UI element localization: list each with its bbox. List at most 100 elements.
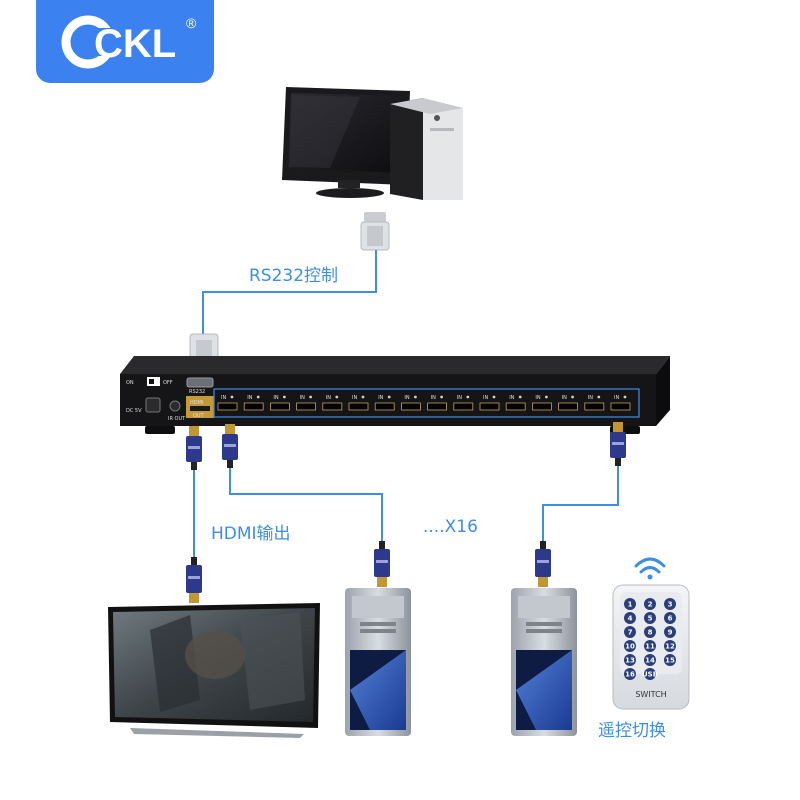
rs232-plug-top xyxy=(360,212,390,251)
remote-button-label: 15 xyxy=(665,657,675,665)
logo-registered-mark: ® xyxy=(186,15,197,31)
input-port-label: IN xyxy=(378,395,383,401)
remote-button-label: 4 xyxy=(628,615,633,623)
hdmi-input-port: IN xyxy=(348,395,369,411)
hdmi-input-port: IN xyxy=(296,395,317,411)
hdmi-out-label: HDMI xyxy=(190,400,203,406)
input-port-label: IN xyxy=(221,395,226,401)
hdmi-switcher-unit: ON OFF DC 5V IR OUT RS232 HDMI OUT IN IN I… xyxy=(120,356,670,434)
remote-button-label: 9 xyxy=(668,629,673,637)
hdmi-input-port: IN xyxy=(453,395,474,411)
hdmi-cable-input-1 xyxy=(222,424,238,468)
hdmi-input-port: IN xyxy=(269,395,290,411)
hdmi-output-label: HDMI输出 xyxy=(211,524,291,544)
remote-button: 16 xyxy=(624,668,636,680)
off-label: OFF xyxy=(163,380,173,386)
input-port-label: IN xyxy=(326,395,331,401)
hdmi-input-line-1 xyxy=(229,468,383,541)
remote-button: 1 xyxy=(624,598,636,610)
hdmi-input-port: IN xyxy=(322,395,343,411)
desktop-computer xyxy=(282,87,463,200)
input-port-label: IN xyxy=(404,395,409,401)
remote-button: 15 xyxy=(664,654,676,666)
input-port-label: IN xyxy=(300,395,305,401)
input-port-label: IN xyxy=(562,395,567,401)
input-port-strip xyxy=(213,388,640,418)
remote-button-label: 14 xyxy=(645,657,655,665)
hdmi-plug-tv xyxy=(186,557,202,603)
remote-button-label: 3 xyxy=(668,601,673,609)
remote-button: 5 xyxy=(644,612,656,624)
hdmi-cable-output xyxy=(186,426,202,470)
dc-label: DC 5V xyxy=(126,408,142,414)
out-label: OUT xyxy=(193,413,205,419)
remote-button-label: 1 xyxy=(628,601,633,609)
rs232-control-label: RS232控制 xyxy=(249,266,339,286)
remote-button-label: 7 xyxy=(628,629,633,637)
ir-port xyxy=(169,400,181,412)
remote-button: 7 xyxy=(624,626,636,638)
hdmi-input-port: IN xyxy=(374,395,395,411)
remote-button-label: 6 xyxy=(668,615,673,623)
remote-button: 2 xyxy=(644,598,656,610)
pc-tower-1 xyxy=(345,588,411,736)
hdmi-input-port: IN xyxy=(427,395,448,411)
input-port-label: IN xyxy=(431,395,436,401)
dc-jack xyxy=(145,397,161,413)
rs232-line xyxy=(202,250,377,335)
remote-button: 9 xyxy=(664,626,676,638)
remote-button: 11 xyxy=(644,640,656,652)
remote-button-label: 12 xyxy=(665,643,675,651)
remote-button: 13 xyxy=(624,654,636,666)
remote-button: 6 xyxy=(664,612,676,624)
remote-button-label: 5 xyxy=(648,615,653,623)
hdmi-plug-pc-16 xyxy=(535,541,551,587)
remote-button-label: 11 xyxy=(645,643,655,651)
remote-button-label: 2 xyxy=(648,601,653,609)
remote-button-label: USB xyxy=(642,671,658,679)
ckl-logo: CKL ® xyxy=(36,0,214,83)
ir-label: IR OUT xyxy=(168,416,186,422)
connection-lines xyxy=(193,250,619,557)
hdmi-input-port: IN xyxy=(243,395,264,411)
remote-button-label: 13 xyxy=(625,657,635,665)
hdmi-cable-input-16 xyxy=(610,422,626,466)
hdmi-input-port: IN xyxy=(217,395,238,411)
input-port-label: IN xyxy=(509,395,514,401)
remote-button-label: 10 xyxy=(625,643,635,651)
hdmi-input-line-16 xyxy=(542,465,619,541)
remote-button-label: 16 xyxy=(625,671,635,679)
hdmi-input-port: IN xyxy=(584,395,605,411)
hdmi-input-port: IN xyxy=(610,395,631,411)
input-port-label: IN xyxy=(535,395,540,401)
remote-button-label: 8 xyxy=(648,629,653,637)
remote-button: 10 xyxy=(624,640,636,652)
input-port-label: IN xyxy=(483,395,488,401)
input-port-label: IN xyxy=(457,395,462,401)
input-port-label: IN xyxy=(588,395,593,401)
tv-display xyxy=(108,603,320,738)
input-port-label: IN xyxy=(273,395,278,401)
remote-button: USB xyxy=(642,668,658,680)
rs232-port-label: RS232 xyxy=(189,389,205,395)
wireless-signal-icon xyxy=(634,557,666,580)
on-label: ON xyxy=(126,380,134,386)
input-port-label: IN xyxy=(614,395,619,401)
times16-label: ....X16 xyxy=(423,517,478,537)
hdmi-input-port: IN xyxy=(479,395,500,411)
remote-button: 12 xyxy=(664,640,676,652)
hdmi-input-port: IN xyxy=(505,395,526,411)
remote-button: 14 xyxy=(644,654,656,666)
input-port-label: IN xyxy=(352,395,357,401)
hdmi-input-port: IN xyxy=(400,395,421,411)
remote-switch-caption: 遥控切换 xyxy=(598,721,666,741)
pc-tower-16 xyxy=(511,588,577,736)
hdmi-input-port: IN xyxy=(558,395,578,411)
remote-button: 4 xyxy=(624,612,636,624)
logo-text: CKL xyxy=(94,22,176,66)
hdmi-input-port: IN xyxy=(532,395,552,411)
remote-button: 3 xyxy=(664,598,676,610)
